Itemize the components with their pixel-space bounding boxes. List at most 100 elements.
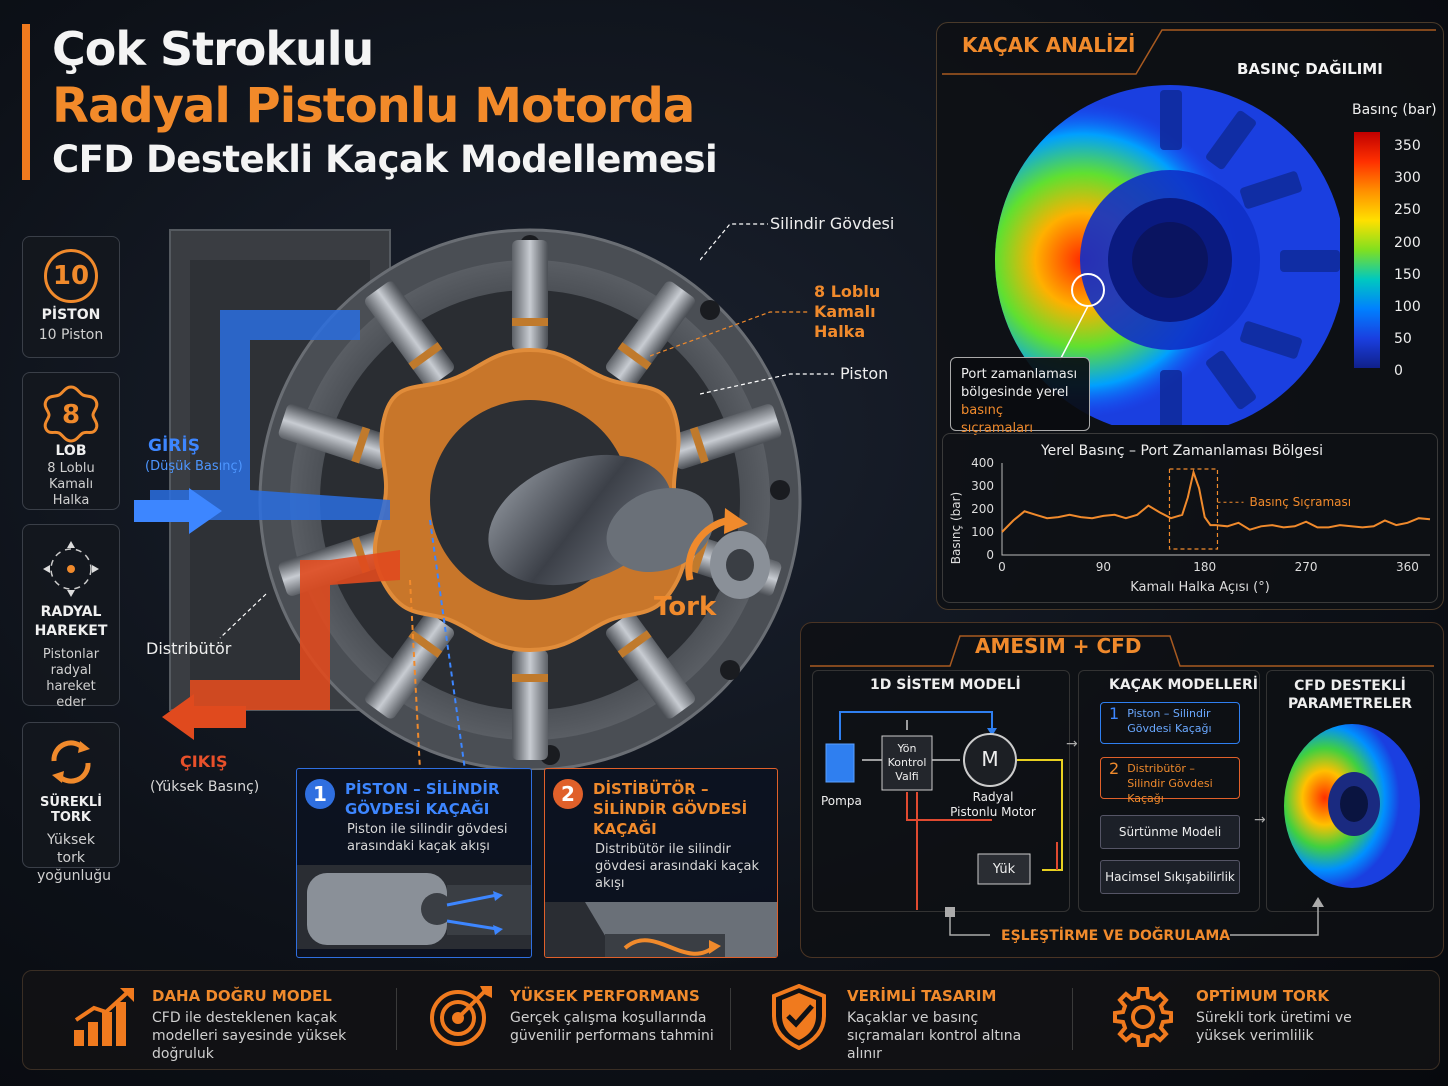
chart-annotation: Basınç Sıçraması [1249,495,1351,509]
model-distributor-leak: 2 Distribütör – Silindir Gövdesi Kaçağı [1100,757,1240,805]
chart-y-tick: 300 [971,479,994,493]
colorbar-tick: 150 [1394,266,1421,283]
coupling-label: EŞLEŞTİRME VE DOĞRULAMA [1001,928,1231,944]
pressure-contour-plot [995,85,1340,425]
motor-symbol [963,733,1017,787]
pistons [278,240,782,760]
model-friction: Sürtünme Modeli [1100,815,1240,849]
label-cam-ring: 8 Loblu Kamalı Halka [814,282,881,341]
divider [1072,988,1073,1050]
divider [730,988,731,1050]
colorbar-tick: 0 [1394,363,1403,380]
benefit-title-2: YÜKSEK PERFORMANS [510,987,700,1005]
model-number-1: 1 [1109,704,1120,723]
colorbar-tick: 350 [1394,138,1421,154]
chart-y-tick: 400 [971,456,994,470]
benefit-title-4: OPTİMUM TORK [1196,987,1329,1005]
gear-icon [1113,987,1173,1047]
number-ring: 10 [44,249,98,303]
valve-symbol [881,735,933,791]
inlet-sub-label: (Düşük Basınç) [145,459,243,474]
motor-m-symbol: M [981,747,999,771]
outlet-channel [190,560,330,710]
callout-line-2: bölgesinde yerel [961,385,1069,400]
title-line-1: Çok Strokulu [52,22,374,76]
card-piston-sub: 10 Piston [38,327,104,343]
callout-line-cam [650,311,810,357]
radial-arrows-icon [43,541,99,597]
card-torque-sub: Yüksek tork yoğunluğu [37,832,112,884]
pump-label: Pompa [821,794,862,808]
arrow-right-icon: → [1254,812,1266,828]
colorbar-tick: 250 [1394,202,1421,219]
hotspot-callout: Port zamanlaması bölgesinde yerel basınç… [950,357,1090,436]
output-shaft [488,454,770,599]
arrow-right-icon: → [1066,736,1078,752]
analysis-heading: KAÇAK ANALİZİ [962,33,1136,57]
card-piston-label: PİSTON [41,307,101,323]
inlet-channel [150,310,360,520]
chart-x-tick: 270 [1295,560,1318,574]
card-lob: 8 LOB 8 Loblu Kamalı Halka [22,372,120,510]
leak-box-2: 2 DİSTİBÜTÖR – SİLİNDİR GÖVDESİ KAÇAĞI D… [544,768,778,958]
shield-check-icon [772,984,826,1050]
pressure-chart-frame [942,433,1438,603]
leak-text-2: Distribütör ile silindir gövdesi arasınd… [595,842,759,891]
card-radial-sub: Pistonlar radyal hareket eder [42,647,100,710]
coupling-arrow [945,897,1324,936]
model-2-label: Distribütör – Silindir Gövdesi Kaçağı [1127,762,1213,805]
amesim-panel-header-frame [810,635,1434,667]
inlet-arrow-icon [134,488,222,534]
chart-x-tick: 180 [1193,560,1216,574]
benefits-band [22,970,1440,1070]
title-accent-bar [22,24,30,180]
model-1-label: Piston – Silindir Gövdesi Kaçağı [1127,707,1212,735]
card-lob-label: LOB [55,443,87,459]
callout-line-1: Port zamanlaması [961,367,1078,382]
callout-line-cylinder [700,223,768,261]
label-distributor: Distribütör [146,639,232,658]
analysis-panel-header-frame [942,29,1436,75]
leak-text-1: Piston ile silindir gövdesi arasındaki k… [347,822,508,854]
chart-axes [1001,463,1430,556]
cfd-mini-contour [1284,724,1420,888]
chart-series-line [1001,468,1431,533]
leak-title-2: DİSTİBÜTÖR – SİLİNDİR GÖVDESİ KAÇAĞI [593,780,748,838]
valve-label: Yön Kontrol Valfi [887,742,927,783]
target-icon [430,986,492,1046]
chart-spike-box [1168,468,1219,550]
outlet-label: ÇIKIŞ [180,752,228,771]
lob-value: 8 [62,400,80,430]
analysis-subheading: BASINÇ DAĞILIMI [1237,60,1383,78]
chart-x-tick: 0 [998,560,1006,574]
colorbar-tick: 100 [1394,299,1421,316]
callout-line-distributor [219,593,267,639]
chart-y-tick: 100 [971,525,994,539]
cfd-params-box [1266,670,1434,912]
motor-illustration [150,228,802,770]
benefit-title-1: DAHA DOĞRU MODEL [152,987,332,1005]
title-line-2: Radyal Pistonlu Motorda [52,78,695,134]
lobe-ring-icon: 8 [43,385,99,443]
divider [396,988,397,1050]
system-schematic [825,711,1063,910]
rotation-arrows-icon [51,740,91,784]
col3-title: CFD DESTEKLİ PARAMETRELER [1287,678,1413,712]
title-line-3: CFD Destekli Kaçak Modellemesi [52,138,718,181]
col1-title: 1D SİSTEM MODELİ [870,677,1021,693]
colorbar-tick: 50 [1394,331,1412,348]
callout-line-3: basınç sıçramaları [961,403,1034,436]
card-radial-label: RADYAL HAREKET [34,604,108,639]
benefit-text-1: CFD ile desteklenen kaçak modelleri saye… [152,1010,347,1062]
leak-detail-image-1 [297,865,531,949]
load-label: Yük [992,862,1016,877]
colorbar-title: Basınç (bar) [1352,102,1437,118]
leak-number-2: 2 [553,779,583,809]
outlet-arrow-icon [162,694,246,740]
card-radial: RADYAL HAREKET Pistonlar radyal hareket … [22,524,120,710]
model-compressibility: Hacimsel Sıkışabilirlik [1100,860,1240,894]
leak-box-1: 1 PİSTON – SİLİNDİR GÖVDESİ KAÇAĞI Pisto… [296,768,532,958]
benefit-text-3: Kaçaklar ve basınç sıçramaları kontrol a… [847,1010,1022,1062]
leak-models-box [1078,670,1260,912]
system-model-box [812,670,1070,912]
